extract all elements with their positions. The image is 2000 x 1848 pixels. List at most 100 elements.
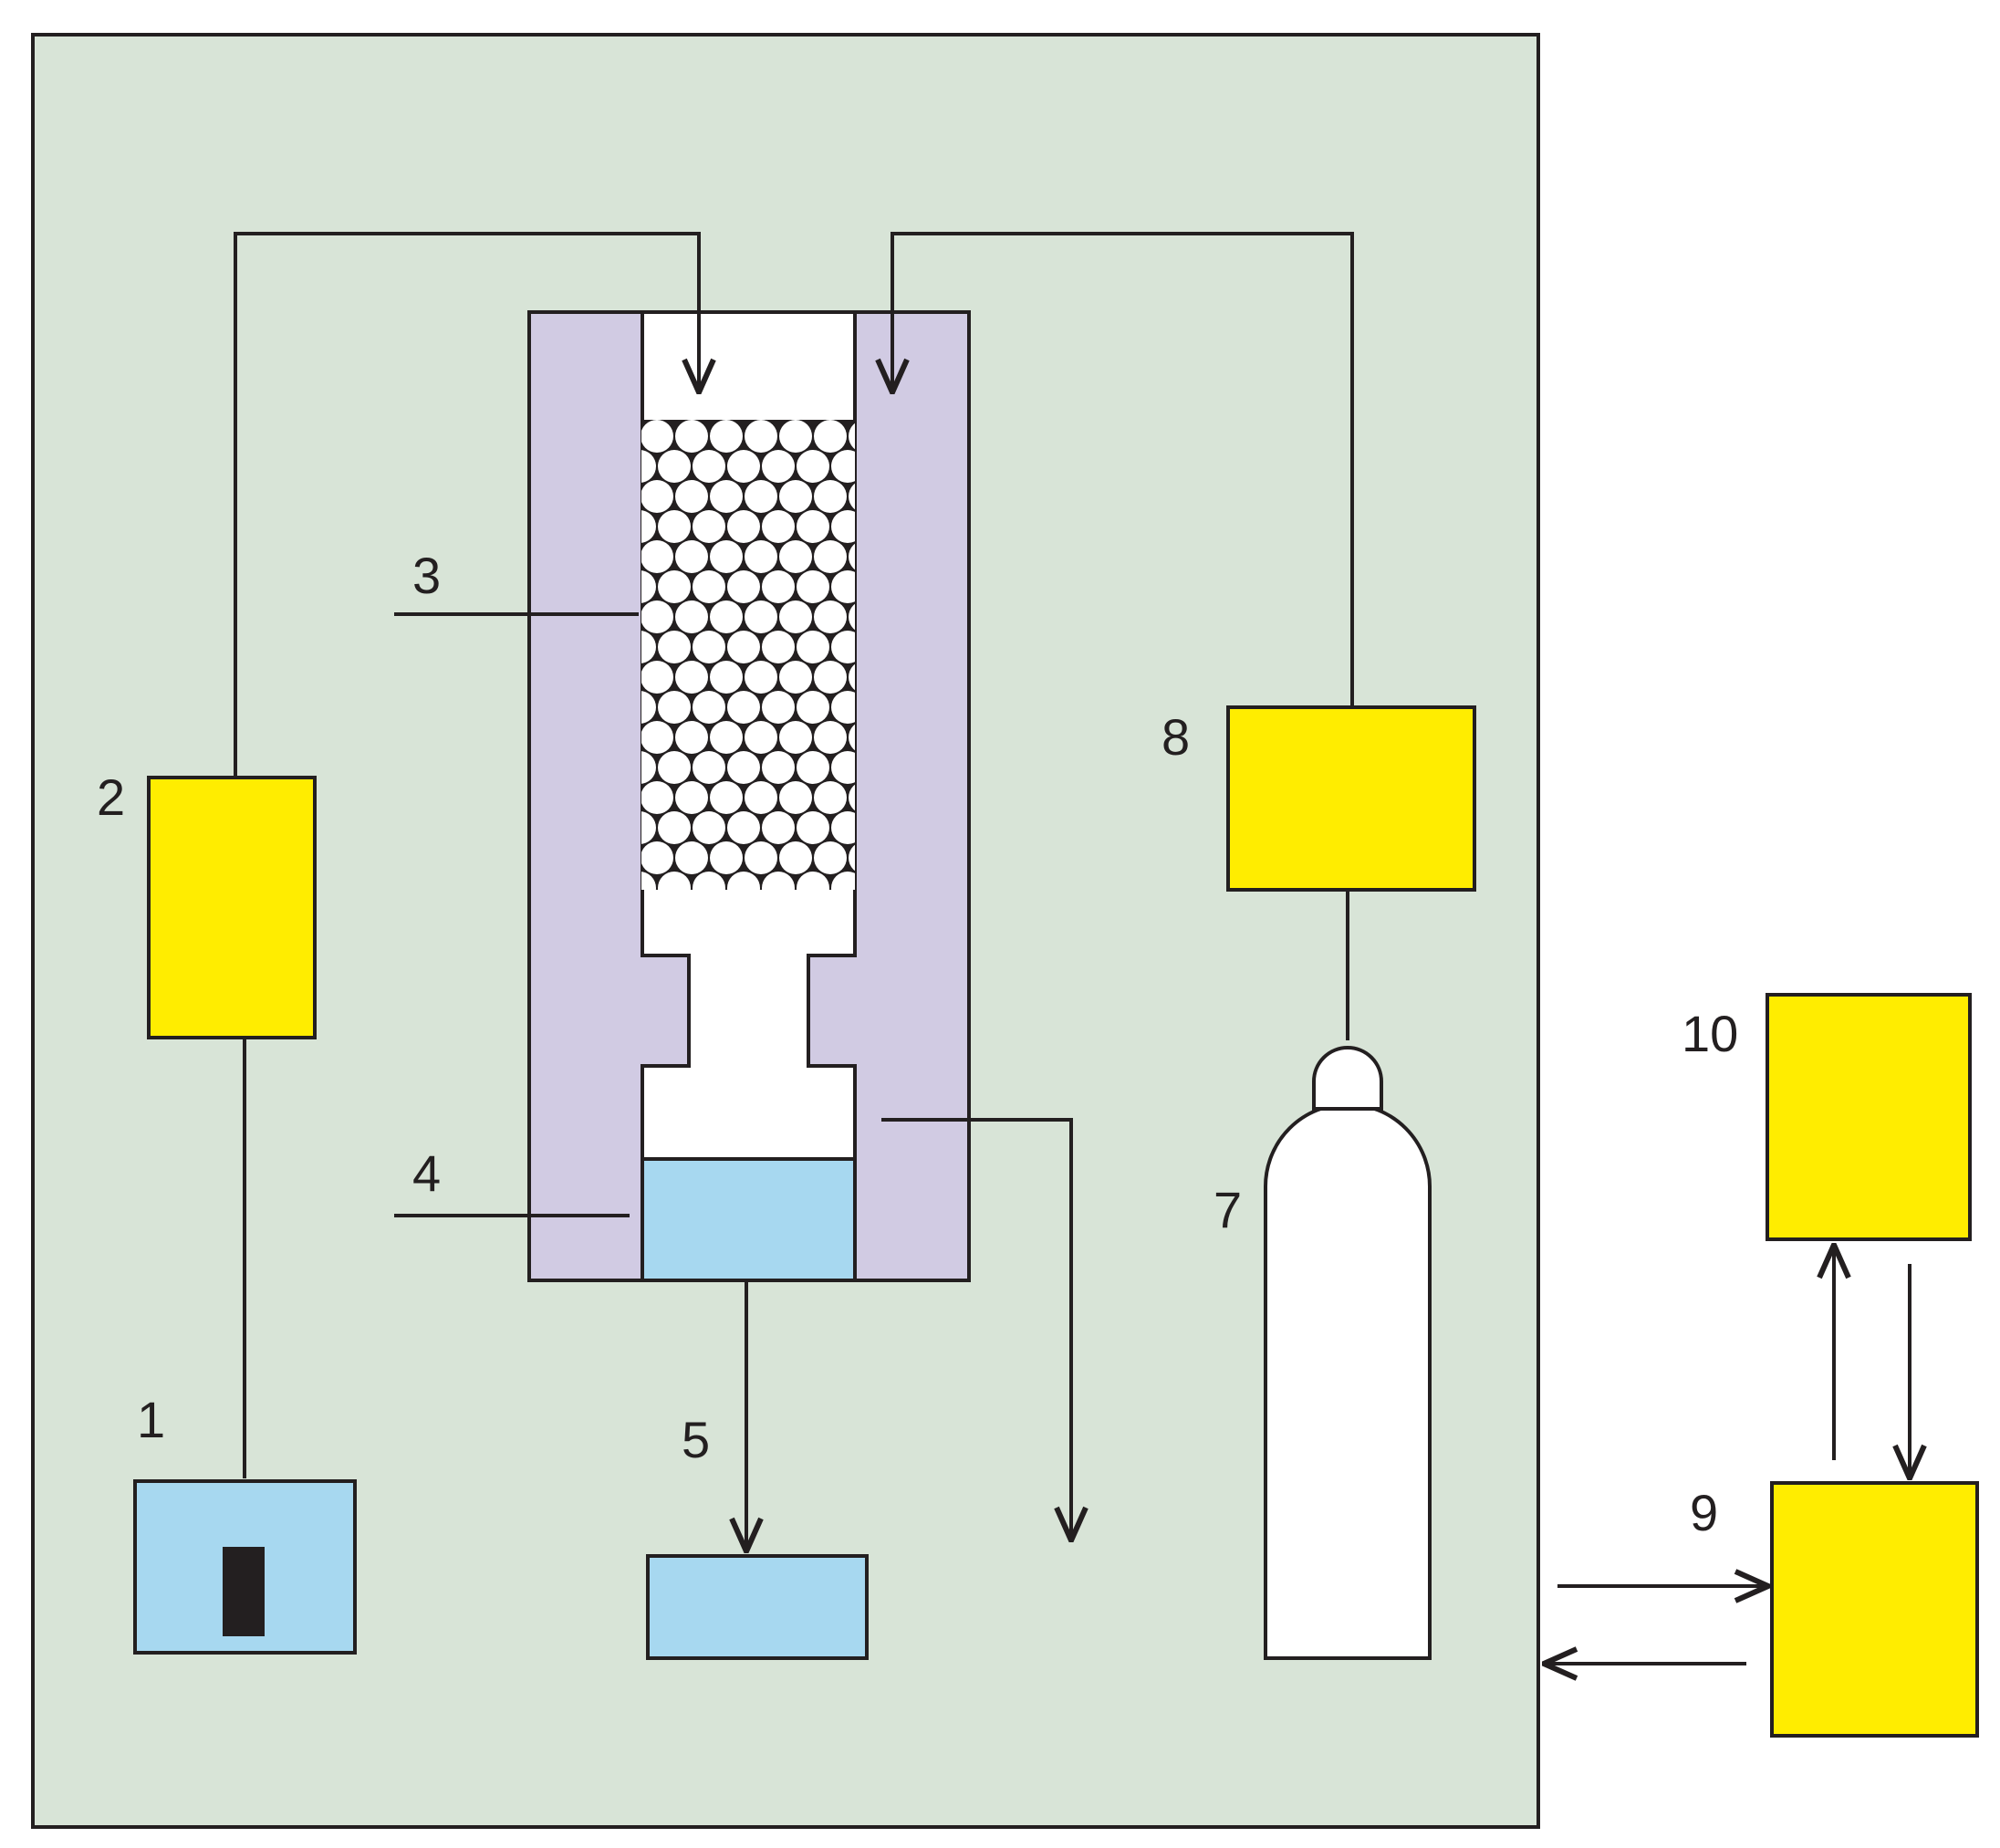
packing-bead — [779, 420, 812, 453]
packing-bead — [849, 603, 855, 631]
label-1: 1 — [137, 1391, 165, 1448]
packing-bead — [710, 781, 743, 814]
label-5: 5 — [682, 1411, 710, 1468]
label-10: 10 — [1682, 1005, 1738, 1062]
packing-bead — [779, 721, 812, 754]
packing-bead — [762, 751, 795, 784]
packing-bead — [641, 420, 673, 453]
packing-bead — [675, 600, 708, 633]
packing-bead — [641, 841, 673, 874]
packing-bead — [797, 570, 829, 603]
packing-bead — [849, 784, 855, 811]
packing-bead — [710, 721, 743, 754]
packing-bead — [710, 661, 743, 694]
packing-bead — [727, 872, 760, 890]
packing-bead — [727, 751, 760, 784]
packing-bead — [693, 691, 725, 724]
packed-bed — [641, 420, 855, 890]
packing-bead — [831, 510, 855, 543]
packing-bead — [658, 691, 691, 724]
packing-bead — [641, 872, 656, 890]
packing-bead — [831, 811, 855, 844]
packing-bead — [727, 450, 760, 483]
packing-bead — [675, 480, 708, 513]
label-7: 7 — [1214, 1181, 1242, 1238]
gas-outlet-line — [881, 1118, 1071, 1540]
packing-bead — [831, 450, 855, 483]
packing-bead — [641, 691, 656, 724]
packing-bead — [675, 420, 708, 453]
label-2: 2 — [97, 768, 125, 826]
packing-bead — [641, 510, 656, 543]
packing-bead — [658, 510, 691, 543]
unit-10 — [1766, 993, 1972, 1241]
packing-bead — [831, 751, 855, 784]
packing-bead — [849, 483, 855, 510]
packing-bead — [710, 600, 743, 633]
controller-unit-8 — [1226, 705, 1476, 892]
effluent-collector — [646, 1554, 869, 1660]
packing-bead — [797, 450, 829, 483]
packing-bead — [779, 540, 812, 573]
packing-bead — [779, 600, 812, 633]
packing-bead — [641, 600, 673, 633]
packing-bead — [779, 661, 812, 694]
packing-bead — [693, 872, 725, 890]
packing-bead — [675, 661, 708, 694]
packing-bead — [641, 811, 656, 844]
gas-cylinder — [1264, 1102, 1432, 1660]
pump-to-column-line — [234, 232, 699, 778]
packing-bead — [814, 841, 847, 874]
packing-bead — [727, 811, 760, 844]
packing-bead — [831, 570, 855, 603]
packing-bead — [693, 570, 725, 603]
packing-bead — [814, 540, 847, 573]
packing-bead — [797, 510, 829, 543]
packing-bead — [641, 570, 656, 603]
packing-bead — [658, 751, 691, 784]
packing-bead — [641, 751, 656, 784]
packing-bead — [727, 691, 760, 724]
packing-bead — [641, 781, 673, 814]
packing-bead — [710, 540, 743, 573]
packing-bead — [797, 691, 829, 724]
packing-bead — [762, 450, 795, 483]
packing-bead — [727, 570, 760, 603]
packing-bead — [745, 781, 777, 814]
packing-bead — [849, 423, 855, 450]
packing-bead — [762, 631, 795, 663]
packing-bead — [779, 841, 812, 874]
packing-bead — [641, 721, 673, 754]
packing-bead — [762, 872, 795, 890]
packing-bead — [814, 781, 847, 814]
packing-bead — [831, 631, 855, 663]
packing-bead — [779, 480, 812, 513]
packing-bead — [641, 631, 656, 663]
packing-bead — [814, 480, 847, 513]
packing-bead — [693, 751, 725, 784]
packing-bead — [658, 570, 691, 603]
packing-bead — [727, 631, 760, 663]
packing-bead — [693, 450, 725, 483]
packing-bead — [641, 480, 673, 513]
packing-bead — [658, 631, 691, 663]
packing-bead — [658, 872, 691, 890]
packing-bead — [849, 663, 855, 691]
packing-bead — [831, 691, 855, 724]
packing-bead — [779, 781, 812, 814]
packing-bead — [675, 781, 708, 814]
packing-bead — [641, 540, 673, 573]
label-4: 4 — [412, 1144, 441, 1202]
packing-bead — [849, 543, 855, 570]
column-liquid-layer — [641, 1157, 857, 1282]
packing-bead — [745, 841, 777, 874]
packing-bead — [831, 872, 855, 890]
packing-bead — [710, 841, 743, 874]
cylinder-valve — [1312, 1046, 1383, 1111]
packing-bead — [814, 661, 847, 694]
packing-bead — [710, 480, 743, 513]
packing-bead — [675, 841, 708, 874]
packing-bead — [745, 420, 777, 453]
feed-reservoir — [133, 1479, 357, 1655]
pump-inlet-probe — [223, 1547, 265, 1636]
